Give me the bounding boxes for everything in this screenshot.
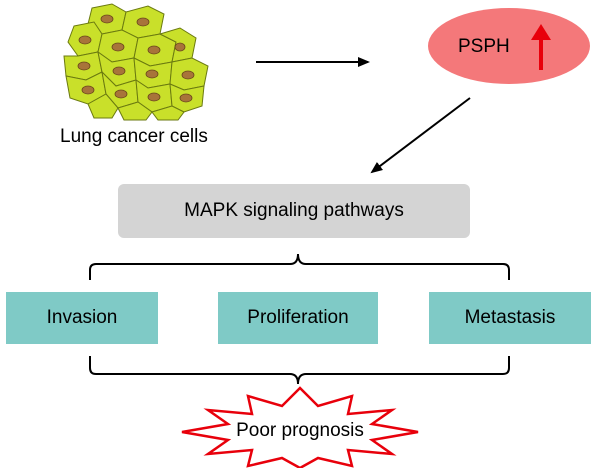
top-brace bbox=[89, 253, 510, 280]
outcome-proliferation-box: Proliferation bbox=[218, 292, 378, 344]
psph-ellipse bbox=[428, 8, 590, 84]
psph-label: PSPH bbox=[458, 36, 510, 57]
lung-cancer-cells-label: Lung cancer cells bbox=[60, 126, 208, 147]
poor-prognosis-label: Poor prognosis bbox=[236, 420, 364, 441]
poor-prognosis-burst bbox=[181, 386, 419, 468]
outcome-metastasis-box: Metastasis bbox=[429, 292, 591, 344]
mapk-box bbox=[118, 184, 470, 238]
arrow-psph-to-mapk bbox=[370, 97, 471, 174]
cell-nuclei bbox=[77, 14, 195, 103]
mapk-pathway-label: MAPK signaling pathways bbox=[184, 200, 404, 221]
bottom-brace bbox=[89, 356, 510, 385]
outcome-invasion-box: Invasion bbox=[6, 292, 158, 344]
up-arrow-icon bbox=[531, 24, 551, 70]
